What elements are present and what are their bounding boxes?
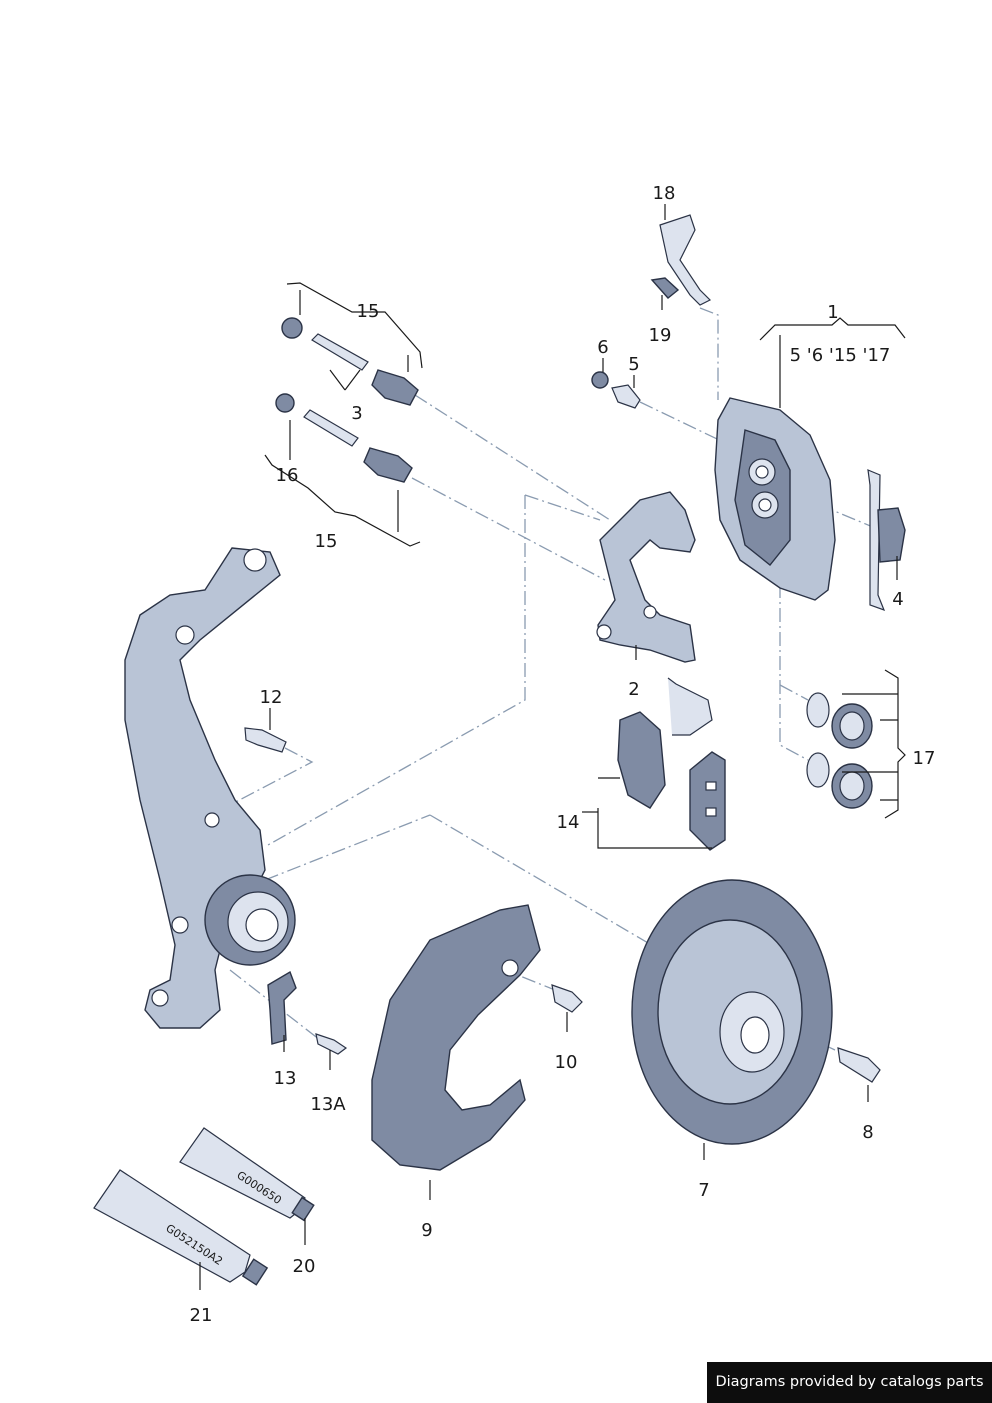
callout-21: 21	[190, 1305, 213, 1326]
sensor-bracket-18	[650, 214, 712, 306]
callout-20: 20	[293, 1256, 316, 1277]
callout-19: 19	[649, 325, 672, 346]
credit-badge: Diagrams provided by catalogs parts	[707, 1362, 992, 1403]
callout-8: 8	[862, 1122, 873, 1143]
callout-10: 10	[555, 1052, 578, 1073]
caliper-bracket	[596, 491, 696, 663]
callout-15-bottom: 15	[315, 531, 338, 552]
guide-pins-and-bushings	[275, 317, 419, 483]
callout-3: 3	[351, 403, 362, 424]
callout-12: 12	[260, 687, 283, 708]
callout-1-includes: 5 '6 '15 '17	[790, 345, 891, 366]
callout-6: 6	[597, 337, 608, 358]
callout-16: 16	[276, 465, 299, 486]
callout-13a: 13A	[310, 1094, 346, 1115]
callout-1: 1	[827, 302, 838, 323]
pad-spring	[867, 469, 906, 612]
callout-15-top: 15	[357, 301, 380, 322]
callout-2: 2	[628, 679, 639, 700]
brake-pads	[617, 677, 726, 851]
piston-seals	[806, 692, 873, 809]
callout-7: 7	[698, 1180, 709, 1201]
brake-disc	[631, 879, 833, 1145]
steering-knuckle	[124, 547, 296, 1029]
splash-shield	[371, 904, 541, 1171]
callout-labels: 1 5 '6 '15 '17 2 3 4 5 6 7 8 9 10 12 13 …	[190, 183, 936, 1326]
callout-13: 13	[274, 1068, 297, 1089]
bolt-5-and-cap-6	[591, 371, 641, 409]
callout-5: 5	[628, 354, 639, 375]
bolt-10	[551, 984, 583, 1013]
callout-4: 4	[892, 589, 903, 610]
bracket-13	[267, 970, 348, 1055]
disc-screw-8	[837, 1047, 881, 1083]
callout-14: 14	[557, 812, 580, 833]
callout-18: 18	[653, 183, 676, 204]
callout-leaders	[199, 204, 906, 1290]
callout-17: 17	[913, 748, 936, 769]
callout-9: 9	[421, 1220, 432, 1241]
grease-tube-20: G000650	[179, 1127, 315, 1222]
brake-caliper	[714, 397, 836, 601]
bolt-12	[244, 727, 287, 753]
